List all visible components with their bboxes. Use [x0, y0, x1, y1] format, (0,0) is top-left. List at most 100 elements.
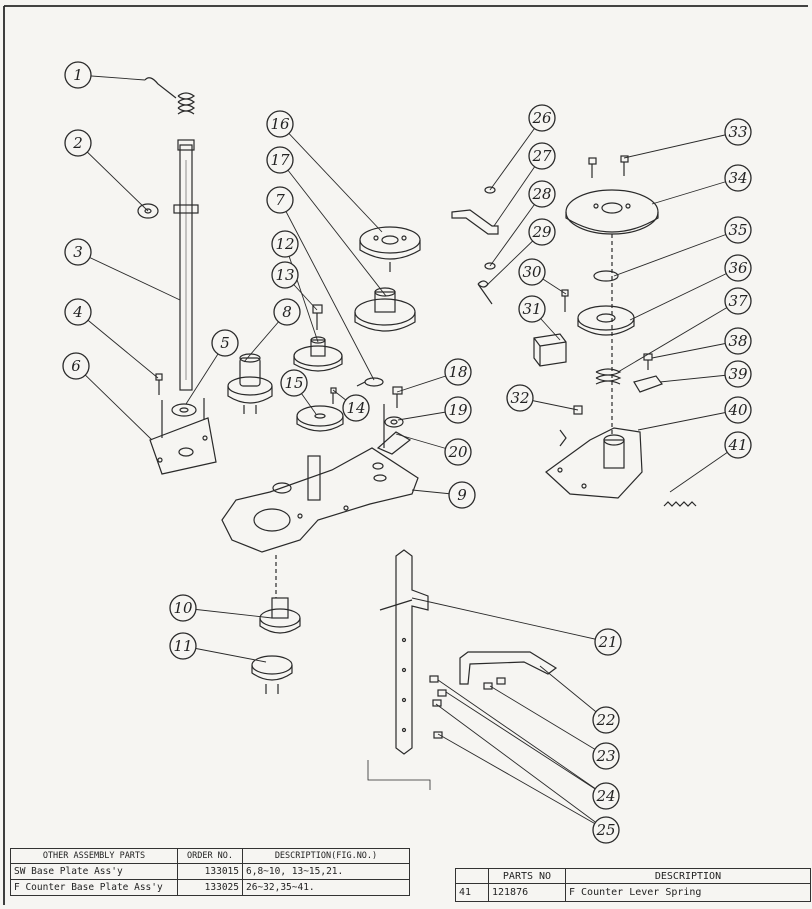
callout-circle — [211, 329, 239, 357]
callout-balloon: 19 — [444, 396, 472, 424]
callout-number: 32 — [510, 389, 529, 407]
leader-line — [279, 199, 375, 381]
callout-number: 18 — [448, 363, 467, 381]
callout-number: 22 — [595, 711, 615, 729]
leader-line — [445, 691, 607, 797]
callout-circle — [724, 287, 752, 315]
callout-balloon: 41 — [724, 431, 752, 459]
parts-col-number-header: PARTS NO — [488, 868, 566, 884]
callout-circle — [444, 358, 472, 386]
part-gear-17 — [354, 287, 416, 332]
leader-line — [539, 665, 607, 721]
parts-col-desc-header: DESCRIPTION — [565, 868, 811, 884]
part-lever-39 — [633, 375, 663, 393]
leader-lines — [75, 74, 739, 831]
callout-circle — [271, 261, 299, 289]
callout-balloon: 7 — [266, 186, 294, 214]
callout-number: 38 — [728, 332, 747, 350]
assembly-bracket-outline — [367, 760, 431, 790]
part-dial-34 — [565, 189, 659, 235]
part-base-plate-9 — [221, 404, 419, 553]
part-lever-27 — [451, 209, 499, 235]
callout-balloon: 37 — [724, 287, 752, 315]
callout-circle — [64, 129, 92, 157]
callout-number: 19 — [448, 401, 468, 419]
callout-balloon: 1 — [64, 61, 92, 89]
callout-circle — [64, 238, 92, 266]
callout-number: 11 — [173, 637, 192, 655]
leader-line — [623, 131, 739, 159]
callout-number: 26 — [531, 109, 552, 127]
part-gear-36 — [577, 305, 635, 336]
callout-number: 6 — [71, 357, 81, 375]
callout-balloon: 13 — [271, 261, 299, 289]
callout-balloon: 20 — [444, 438, 472, 466]
callout-balloon: 26 — [528, 104, 556, 132]
callout-balloon: 9 — [448, 481, 476, 509]
callout-balloon: 15 — [280, 369, 308, 397]
callout-balloon: 5 — [211, 329, 239, 357]
callout-circle — [273, 298, 301, 326]
callout-balloon: 2 — [64, 129, 92, 157]
callout-number: 29 — [531, 223, 552, 241]
callout-number: 31 — [522, 300, 541, 318]
part-gear-10 — [259, 597, 301, 634]
assembly-desc-cell: 26~32,35~41. — [242, 879, 410, 896]
callout-circle — [266, 186, 294, 214]
part-arm-22 — [459, 651, 558, 685]
part-screw-18 — [392, 386, 403, 408]
callout-number: 1 — [73, 66, 83, 84]
part-washer-5 — [171, 403, 197, 417]
callout-balloon: 27 — [528, 142, 556, 170]
table-row: 41 121876 F Counter Lever Spring — [455, 883, 811, 902]
part-pin-32 — [573, 405, 583, 415]
callout-balloon: 10 — [169, 594, 197, 622]
callout-number: 27 — [531, 147, 552, 165]
parts-number-cell: 121876 — [488, 883, 566, 902]
callout-number: 36 — [728, 259, 748, 277]
callout-circle — [724, 164, 752, 192]
callout-number: 35 — [728, 221, 747, 239]
callout-circle — [724, 327, 752, 355]
leader-line — [637, 409, 739, 431]
callout-number: 3 — [73, 243, 83, 261]
parts-list-table: PARTS NO DESCRIPTION 41 121876 F Counter… — [455, 868, 811, 902]
part-screw-38 — [643, 353, 653, 370]
assembly-order-cell: 133025 — [177, 879, 243, 896]
leader-line — [279, 123, 383, 233]
callout-circle — [271, 230, 299, 258]
callout-number: 2 — [72, 134, 83, 152]
assembly-name-cell: SW Base Plate Ass'y — [10, 863, 178, 880]
assembly-desc-cell: 6,8~10, 13~15,21. — [242, 863, 410, 880]
leader-line — [437, 733, 607, 831]
callout-balloon: 18 — [444, 358, 472, 386]
parts-fig-cell: 41 — [455, 883, 489, 902]
callout-number: 9 — [457, 486, 467, 504]
callout-circle — [280, 369, 308, 397]
part-lever-21 — [379, 549, 429, 755]
callout-circle — [64, 298, 92, 326]
callout-number: 24 — [595, 787, 615, 805]
callout-number: 4 — [72, 303, 83, 321]
callout-number: 41 — [727, 436, 747, 454]
callout-balloon: 24 — [592, 782, 620, 810]
part-screw-23 — [483, 677, 506, 690]
callout-circle — [724, 360, 752, 388]
callout-balloon: 8 — [273, 298, 301, 326]
callout-number: 7 — [275, 191, 285, 209]
callout-circle — [448, 481, 476, 509]
leader-line — [651, 340, 739, 359]
callout-balloon: 14 — [342, 394, 370, 422]
callout-circle — [528, 180, 556, 208]
leader-line — [182, 607, 273, 619]
callout-circle — [266, 146, 294, 174]
callout-balloon: 33 — [724, 118, 752, 146]
callout-balloon: 36 — [724, 254, 752, 282]
callout-balloon: 32 — [506, 384, 534, 412]
callout-balloon: 16 — [266, 110, 294, 138]
part-bracket-6 — [149, 398, 217, 475]
callout-circle — [724, 254, 752, 282]
callout-circle — [444, 396, 472, 424]
part-washer-19 — [384, 416, 404, 428]
callout-balloon: 39 — [724, 360, 752, 388]
